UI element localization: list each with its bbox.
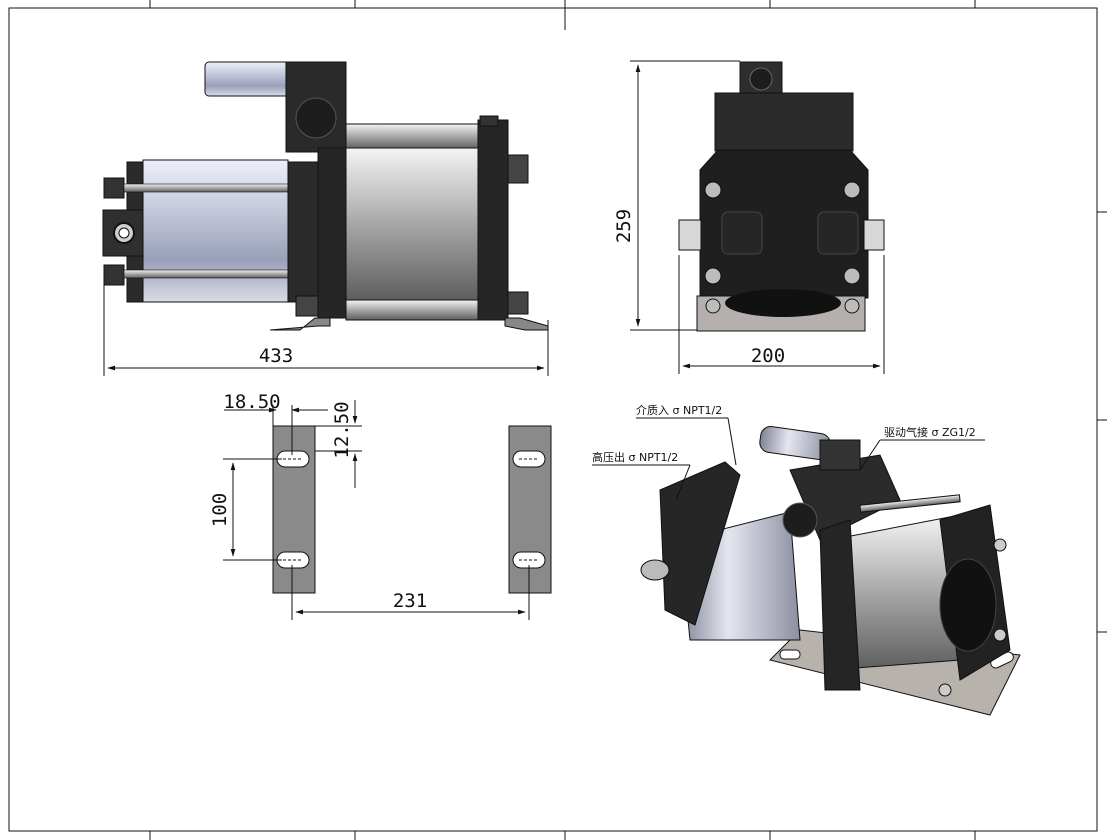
dimension-433 (103, 275, 549, 376)
dim-front-length: 433 (259, 345, 293, 367)
callout-high-pressure-outlet: 高压出 σ NPT1/2 (592, 450, 678, 464)
drawing-frame (8, 0, 1107, 840)
dim-slot-offset-x: 18.50 (223, 391, 280, 413)
side-view (678, 61, 885, 332)
dimension-200 (678, 255, 885, 374)
dimension-12-50 (315, 400, 362, 488)
front-view (102, 61, 549, 331)
callout-leaders (592, 417, 985, 501)
mounting-bracket-left (272, 425, 316, 594)
dim-side-height: 259 (613, 209, 635, 243)
mounting-bracket-right (508, 425, 552, 594)
dimension-259 (630, 60, 740, 331)
callout-drive-air-inlet: 驱动气接 σ ZG1/2 (884, 425, 976, 439)
callout-medium-inlet: 介质入 σ NPT1/2 (636, 404, 722, 417)
isometric-view (640, 426, 1021, 716)
dim-slot-offset-y: 12.50 (331, 401, 353, 458)
dim-slot-pitch: 100 (209, 493, 231, 527)
dimension-231 (291, 565, 530, 620)
dim-bracket-spacing: 231 (393, 590, 427, 612)
dimension-100 (223, 458, 282, 561)
dimension-18-50 (224, 405, 328, 455)
dim-side-width: 200 (751, 345, 785, 367)
